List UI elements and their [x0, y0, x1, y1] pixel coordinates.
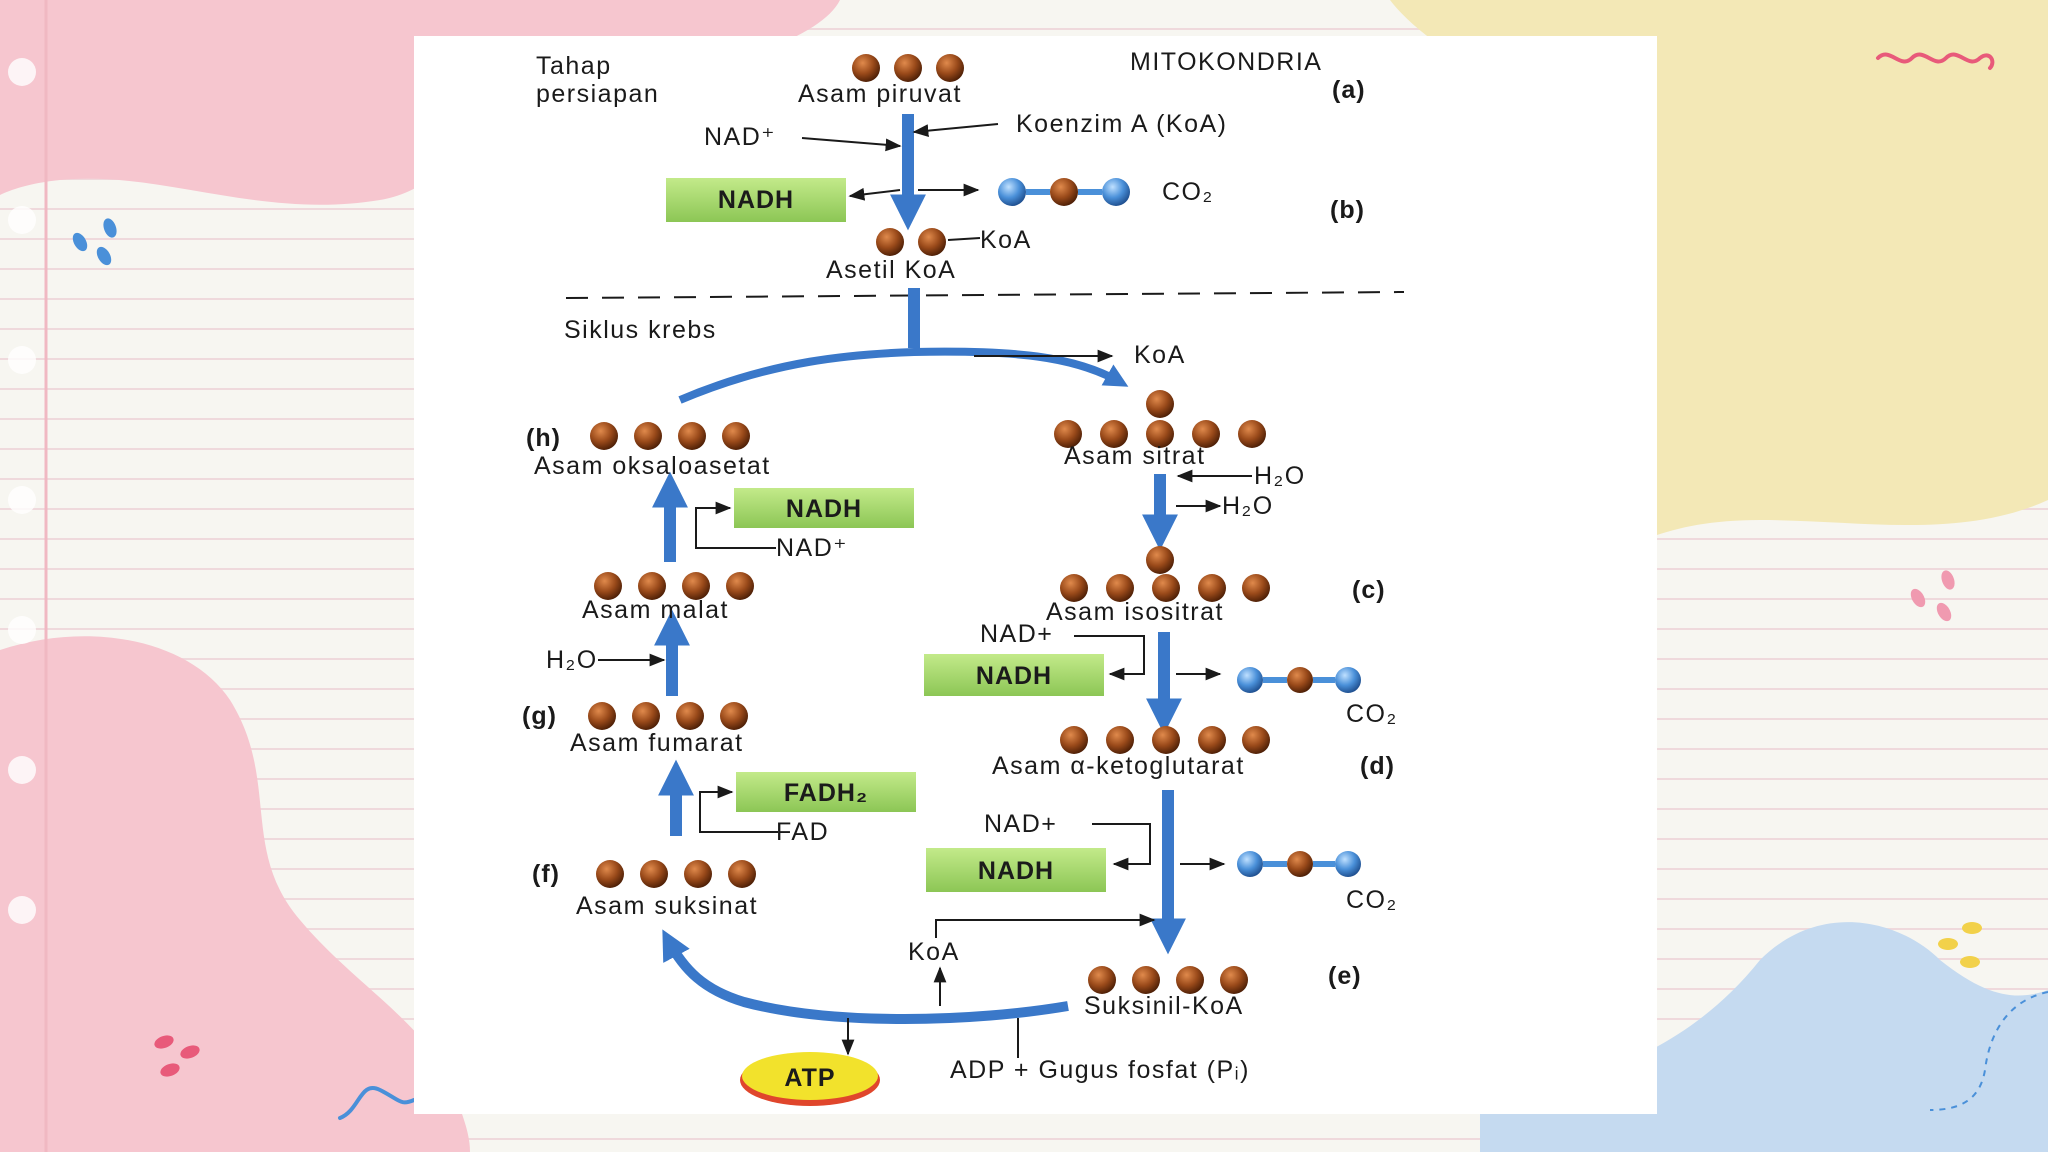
- succinate-molecule: [596, 860, 756, 888]
- label-asam-fumarat: Asam fumarat: [570, 729, 744, 757]
- label-asam-malat: Asam malat: [582, 596, 729, 624]
- divider-dashed: [565, 291, 1405, 299]
- label-asam-oksaloasetat: Asam oksaloasetat: [534, 452, 771, 480]
- label-co2-c: CO₂: [1346, 700, 1398, 728]
- fadh2-box: [736, 772, 916, 812]
- label-koa-acetyl: KoA: [980, 226, 1032, 254]
- slide-card: Tahap persiapan MITOKONDRIA (a) Asam pir…: [414, 36, 1657, 1114]
- svg-text:Tahap: Tahap: [536, 52, 612, 80]
- nadh-label-c: NADH: [976, 662, 1052, 690]
- label-co2-b: CO₂: [1162, 178, 1214, 206]
- co2-molecule-d: [1237, 851, 1361, 877]
- label-nad-plus-top: NAD⁺: [704, 123, 776, 151]
- label-suksinil-koa: Suksinil-KoA: [1084, 992, 1244, 1020]
- nadh-box-b: [666, 178, 846, 222]
- fumarate-molecule: [588, 702, 748, 730]
- label-h2o-g: H₂O: [546, 646, 598, 674]
- pink-squiggle: [1876, 52, 1995, 70]
- arrow-nadh-out-b: [848, 187, 901, 201]
- pink-confetti-left: [154, 1035, 200, 1077]
- arrow-fad-to-fadh2: [699, 785, 778, 833]
- isocitrate-molecule: [1060, 546, 1270, 602]
- label-koa-e: KoA: [908, 938, 960, 966]
- svg-text:persiapan: persiapan: [536, 80, 659, 108]
- label-nad-plus-c: NAD+: [980, 620, 1053, 648]
- label-co2-d: CO₂: [1346, 886, 1398, 914]
- dashed-curve: [1929, 991, 2048, 1111]
- oxaloacetate-molecule: [590, 422, 750, 450]
- nadh-label-b: NADH: [718, 186, 794, 214]
- blue-squiggle: [338, 1086, 416, 1120]
- mark-h: (h): [526, 424, 561, 452]
- label-nad-plus-d: NAD+: [984, 810, 1057, 838]
- ketoglutarate-molecule: [1060, 726, 1270, 754]
- label-h2o-out: H₂O: [1222, 492, 1274, 520]
- mark-a: (a): [1332, 76, 1366, 104]
- mark-c: (c): [1352, 576, 1386, 604]
- pyruvate-molecule: [852, 54, 964, 82]
- arrow-koa-in-d: [935, 913, 1156, 938]
- pink-confetti-right: [1910, 570, 1955, 622]
- label-koenzim-a: Koenzim A (KoA): [1016, 110, 1227, 138]
- nadh-box-h: [734, 488, 914, 528]
- mark-b: (b): [1330, 196, 1365, 224]
- label-asam-isositrat: Asam isositrat: [1046, 598, 1224, 626]
- arrow-nad-to-nadh-d: [1092, 823, 1151, 871]
- yellow-confetti: [1938, 922, 1982, 968]
- label-fad: FAD: [776, 818, 829, 846]
- succinylcoa-molecule: [1088, 966, 1248, 994]
- mark-f: (f): [532, 860, 560, 888]
- arrow-nad-to-nadh-h: [695, 501, 776, 549]
- label-asam-ketoglutarat: Asam α-ketoglutarat: [992, 752, 1245, 780]
- label-atp: ATP: [784, 1064, 835, 1092]
- yellow-blob-top-right: [1390, 0, 2048, 560]
- label-adp-phosphate: ADP + Gugus fosfat (Pᵢ): [950, 1056, 1250, 1084]
- arrow-bottom-arc: [662, 929, 1069, 1024]
- nadh-box-c: [924, 654, 1104, 696]
- malate-molecule: [594, 572, 754, 600]
- fadh2-label: FADH₂: [784, 779, 868, 807]
- label-asam-suksinat: Asam suksinat: [576, 892, 758, 920]
- mark-g: (g): [522, 702, 557, 730]
- header-left: Tahap persiapan: [536, 52, 659, 108]
- label-asam-piruvat: Asam piruvat: [798, 80, 962, 108]
- arrow-nad-to-nadh-c: [1074, 635, 1145, 681]
- label-nad-plus-h: NAD⁺: [776, 534, 848, 562]
- nadh-label-d: NADH: [978, 857, 1054, 885]
- blue-confetti: [72, 218, 117, 266]
- krebs-cycle-diagram: Tahap persiapan MITOKONDRIA (a) Asam pir…: [522, 48, 1405, 1106]
- mark-e: (e): [1328, 962, 1362, 990]
- arrow-nad-in: [801, 137, 902, 152]
- nadh-label-h: NADH: [786, 495, 862, 523]
- arrow-koa-in: [912, 123, 999, 138]
- label-asetil-koa: Asetil KoA: [826, 256, 956, 284]
- mark-d: (d): [1360, 752, 1395, 780]
- nadh-box-d: [926, 848, 1106, 892]
- label-h2o-in: H₂O: [1254, 462, 1306, 490]
- atp-oval: [742, 1052, 878, 1100]
- mitokondria-title: MITOKONDRIA: [1130, 48, 1322, 76]
- label-siklus-krebs: Siklus krebs: [564, 316, 717, 344]
- co2-molecule-b: [998, 178, 1130, 206]
- co2-molecule-c: [1237, 667, 1361, 693]
- acetyl-coa-molecule: [876, 228, 946, 256]
- citrate-molecule: [1054, 390, 1266, 448]
- pink-blob-bottom-left: [0, 636, 470, 1152]
- label-asam-sitrat: Asam sitrat: [1064, 442, 1206, 470]
- arrow-top-arc: [678, 347, 1129, 404]
- label-koa-release: KoA: [1134, 341, 1186, 369]
